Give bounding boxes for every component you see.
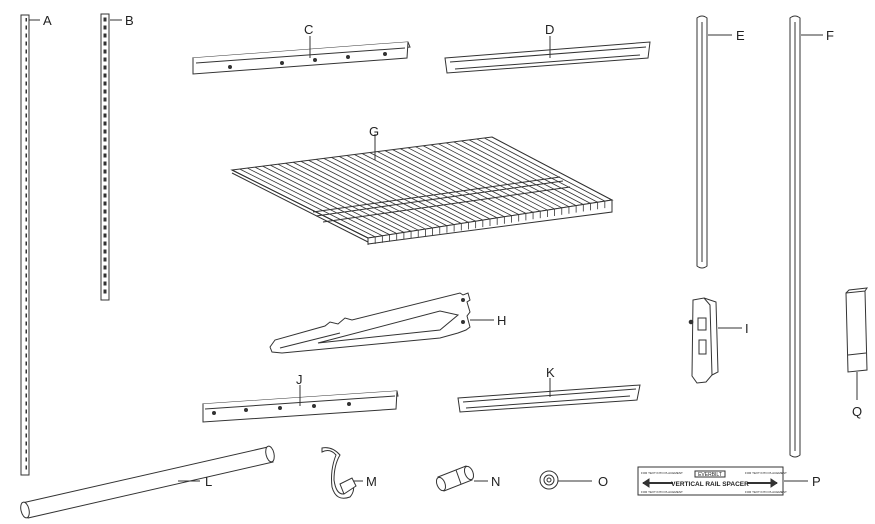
- shelf-wire: [422, 145, 548, 211]
- part-labels: A B C D E F G H I J K L M N O P Q EVERBI…: [43, 13, 862, 494]
- label-i: I: [745, 321, 749, 336]
- label-k: K: [546, 365, 555, 380]
- shelf-wire: [377, 151, 505, 218]
- label-m: M: [366, 474, 377, 489]
- spacer-brand: EVERBILT: [698, 472, 722, 478]
- label-n: N: [491, 474, 500, 489]
- shelf-wire: [323, 157, 455, 225]
- label-o: O: [598, 474, 608, 489]
- shelf-wire: [285, 162, 419, 231]
- label-p: P: [812, 474, 821, 489]
- shelf-wire: [445, 142, 570, 208]
- shelf-wire: [491, 136, 613, 201]
- shelf-wire: [239, 168, 376, 238]
- shelf-wire: [369, 152, 498, 219]
- shelf-wire: [292, 161, 426, 230]
- part-k-channel: [457, 378, 641, 413]
- spacer-corner-br: FOR TEXT INTO PLACEMENT: [745, 490, 787, 494]
- part-p-spacer-card: [637, 466, 808, 496]
- shelf-wire: [254, 166, 390, 236]
- label-c: C: [304, 22, 313, 37]
- label-b: B: [125, 13, 134, 28]
- shelf-wire: [484, 137, 606, 202]
- shelf-wire: [407, 147, 534, 213]
- label-h: H: [497, 313, 506, 328]
- label-g: G: [369, 124, 379, 139]
- shelf-wire: [430, 144, 555, 210]
- shelf-wire: [346, 155, 476, 222]
- part-f-rail: [789, 15, 823, 458]
- spacer-corner-tl: FOR TEXT INTO PLACEMENT: [641, 471, 683, 475]
- label-j: J: [296, 372, 303, 387]
- part-a-standard: [20, 14, 40, 476]
- part-q-cap: [845, 287, 869, 400]
- label-q: Q: [852, 404, 862, 419]
- shelf-wire: [308, 159, 440, 228]
- part-d-channel: [444, 36, 651, 74]
- label-l: L: [205, 474, 212, 489]
- shelf-wire: [338, 156, 469, 223]
- part-o-cup: [539, 470, 592, 490]
- spacer-corner-tr: FOR TEXT INTO PLACEMENT: [745, 471, 787, 475]
- part-c-hang-track: [192, 36, 411, 75]
- part-j-hang-track: [202, 385, 399, 423]
- label-a: A: [43, 13, 52, 28]
- shelf-wire: [277, 163, 412, 232]
- label-e: E: [736, 28, 745, 43]
- part-l-rod: [20, 445, 275, 519]
- shelf-wire: [392, 149, 519, 215]
- part-b-standard: [100, 13, 122, 301]
- part-m-hook: [321, 447, 363, 499]
- shelf-wire: [300, 160, 433, 229]
- part-h-bracket: [269, 292, 494, 354]
- label-f: F: [826, 28, 834, 43]
- shelf-wire: [384, 150, 512, 217]
- shelf-wire: [354, 154, 484, 221]
- part-e-rail: [696, 15, 732, 269]
- shelf-wire: [247, 167, 383, 237]
- shelf-wire: [331, 157, 462, 224]
- shelf-wire: [453, 141, 577, 206]
- shelf-wire: [415, 146, 541, 212]
- shelf-wire: [468, 139, 591, 204]
- shelf-wire: [262, 165, 397, 234]
- shelf-wire: [315, 158, 448, 227]
- shelf-wire: [461, 140, 584, 205]
- part-g-wire-shelf: [230, 134, 614, 245]
- shelf-wire: [270, 164, 405, 233]
- part-n-end-cap: [435, 465, 488, 492]
- spacer-title: VERTICAL RAIL SPACER: [671, 481, 749, 488]
- shelf-wire: [438, 143, 562, 209]
- shelf-wire: [400, 148, 527, 214]
- spacer-corner-bl: FOR TEXT INTO PLACEMENT: [641, 490, 683, 494]
- shelf-wire: [361, 153, 491, 220]
- label-d: D: [545, 22, 554, 37]
- shelf-wire: [476, 138, 598, 203]
- part-i-clip: [688, 297, 742, 384]
